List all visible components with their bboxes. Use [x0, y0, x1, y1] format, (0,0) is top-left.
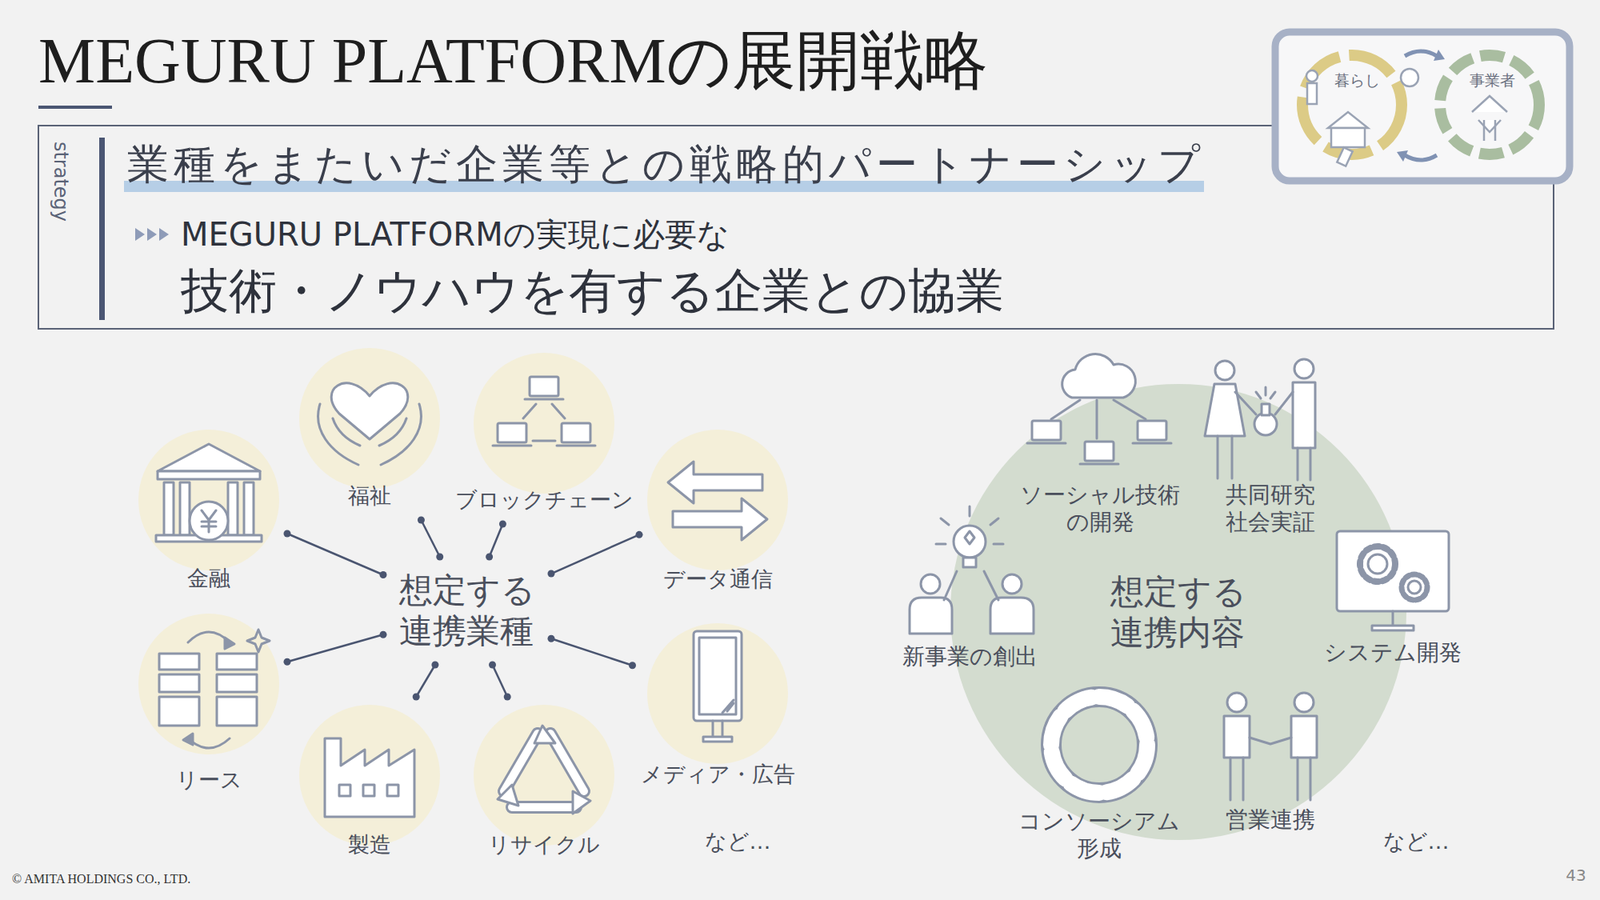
spoke-dot [548, 635, 556, 643]
industry-circle: データ通信 [647, 429, 788, 596]
spoke-dot [380, 631, 388, 639]
spoke-connector [548, 635, 637, 670]
item-label: 新事業の創出 [902, 643, 1038, 671]
spoke-dot [431, 661, 439, 669]
spoke-connector [488, 661, 512, 701]
content-circle: 想定する 連携内容 [950, 384, 1407, 840]
industry-label: データ通信 [663, 566, 773, 592]
spoke-connector [284, 530, 388, 579]
spoke-dot [436, 553, 444, 561]
industry-circle: 福祉 [299, 348, 440, 512]
hub-title: 想定する 連携業種 [399, 569, 536, 652]
spoke-dot [504, 693, 512, 701]
industry-icon [299, 348, 440, 489]
spoke-line [416, 664, 436, 697]
side-label: strategy [51, 141, 71, 222]
spoke-dot [499, 520, 507, 528]
item-label: システム開発 [1324, 639, 1462, 667]
spoke-connector [485, 520, 507, 561]
spoke-dot [485, 553, 493, 561]
industry-circle: リサイクル [473, 704, 615, 861]
spoke-connector [412, 661, 440, 701]
spoke-connector [284, 631, 388, 666]
industry-icon [138, 613, 280, 755]
footer-text: 43 [1565, 865, 1586, 885]
strategy-subheading: MEGURU PLATFORMの実現に必要な [180, 215, 730, 254]
spoke-line [420, 520, 440, 557]
industry-icon [138, 429, 280, 571]
spoke-dot [284, 530, 292, 538]
industry-icon [647, 623, 788, 764]
footer-text: © AMITA HOLDINGS CO., LTD. [12, 871, 191, 887]
strategy-statement: 技術・ノウハウを有する企業との協業 [180, 261, 1004, 320]
spoke-line [492, 664, 508, 697]
strategy-box: strategy 業種をまたいだ企業等との戦略的パートナーシップ MEGURU PL… [37, 124, 1555, 330]
industry-icon [299, 704, 440, 846]
spoke-dot [548, 570, 556, 578]
circle-shape [299, 704, 440, 846]
spoke-dot [628, 661, 636, 669]
item-label: など… [704, 828, 772, 855]
spoke-dot [412, 693, 420, 701]
circle-shape [473, 352, 615, 494]
item-label: 事業者 [1469, 71, 1516, 90]
circle-shape [138, 613, 280, 755]
accent-bar [99, 137, 105, 320]
industry-circle: 金融 [138, 429, 280, 595]
item-label: 営業連携 [1225, 806, 1316, 834]
industry-circle: メディア・広告 [647, 623, 788, 791]
hub-label-box: 想定する 連携業種 [391, 564, 544, 657]
strategy-heading: 業種をまたいだ企業等との戦略的パートナーシップ [127, 140, 1205, 189]
spoke-dot [636, 531, 644, 539]
bullet-arrows [135, 228, 174, 244]
spoke-connector [417, 516, 444, 561]
spoke-line [287, 634, 384, 662]
industry-label: 製造 [348, 832, 392, 858]
spoke-dot [284, 658, 292, 666]
item-label: 暮らし [1334, 71, 1380, 90]
industry-icon [473, 352, 615, 494]
spoke-connector [548, 531, 644, 578]
circle-shape [647, 623, 788, 764]
industry-label: ブロックチェーン [455, 487, 634, 513]
industry-circle: 製造 [299, 704, 440, 861]
industry-circle: ブロックチェーン [473, 352, 615, 516]
item-label: ソーシャル技術 の開発 [1020, 481, 1180, 536]
industry-icon [473, 704, 615, 846]
spoke-line [287, 533, 384, 575]
industry-label: リース [176, 767, 243, 793]
circle-title: 想定する 連携内容 [1110, 571, 1247, 653]
circle-shape [473, 704, 615, 846]
industry-circle: リース [138, 613, 280, 796]
industry-label: 福祉 [348, 483, 392, 509]
spoke-line [489, 524, 504, 557]
item-label: など… [1383, 828, 1450, 855]
circle-shape [138, 429, 280, 571]
spoke-line [551, 638, 633, 666]
circle-shape [299, 348, 440, 489]
spoke-dot [488, 661, 496, 669]
industry-label: メディア・広告 [640, 761, 796, 788]
circle-shape [647, 429, 788, 571]
item-label: コンソーシアム 形成 [1018, 808, 1180, 862]
industry-label: リサイクル [488, 832, 600, 858]
spoke-line [551, 534, 640, 574]
spoke-dot [417, 516, 425, 524]
industry-label: 金融 [187, 565, 231, 592]
item-label: 共同研究 社会実証 [1225, 481, 1316, 536]
page-title: MEGURU PLATFORMの展開戦略 [38, 28, 988, 93]
spoke-dot [380, 571, 388, 579]
industry-icon [647, 429, 788, 571]
